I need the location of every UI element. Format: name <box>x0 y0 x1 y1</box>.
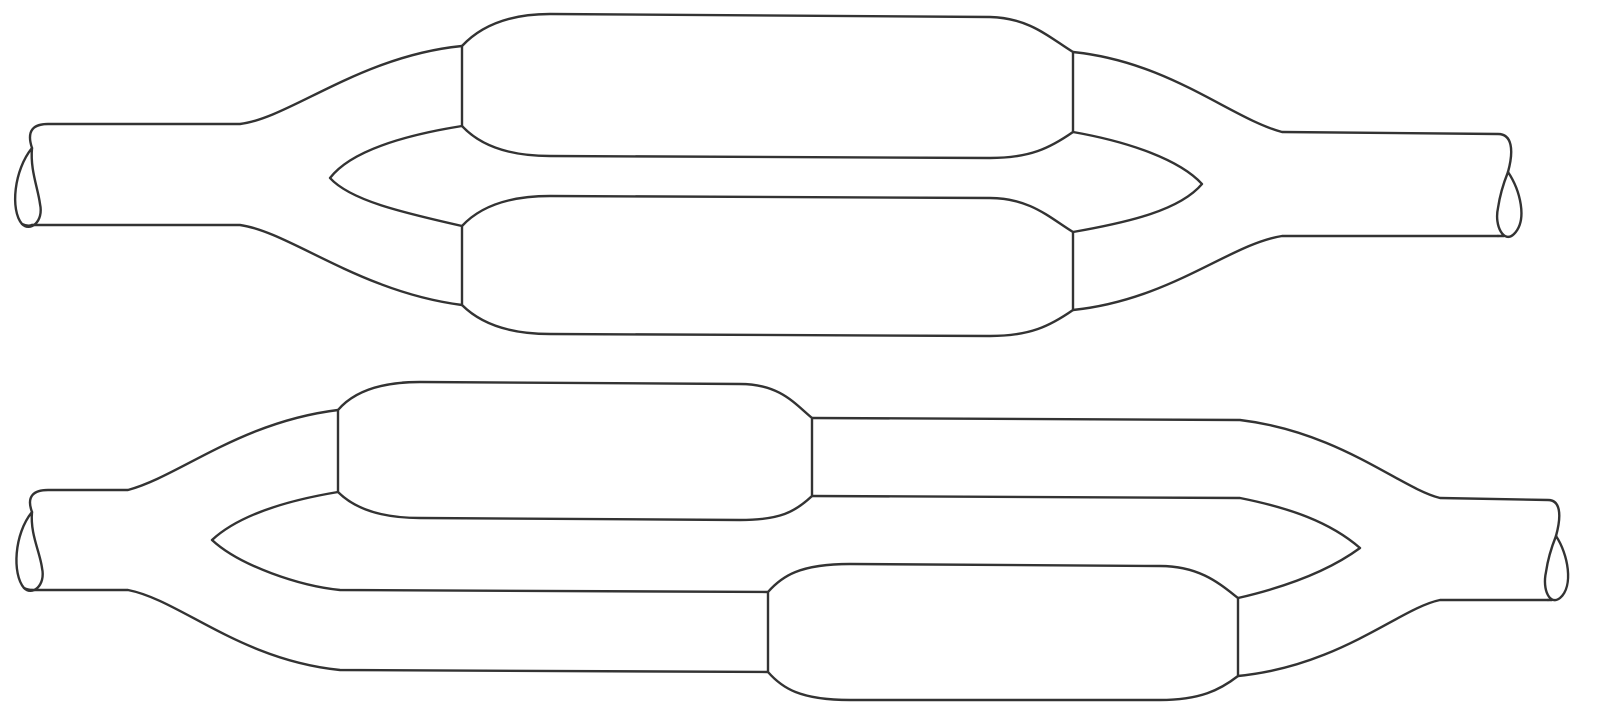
lower-left-outer-bottom-edge <box>32 590 768 672</box>
lower-left-broken-pipe-symbol <box>16 512 42 591</box>
lower-branch-bottom-fitting <box>768 564 1238 700</box>
lower-inner-island-left <box>212 492 768 592</box>
lower-left-outer-top-edge <box>30 410 338 512</box>
lower-inner-island-top <box>812 496 1360 598</box>
lower-branch-top-fitting <box>338 382 812 520</box>
lower-right-outer-bottom-edge <box>1238 600 1548 676</box>
lower-right-broken-pipe-symbol <box>1545 536 1568 600</box>
lower-upper-branch-pipe <box>812 418 1559 536</box>
